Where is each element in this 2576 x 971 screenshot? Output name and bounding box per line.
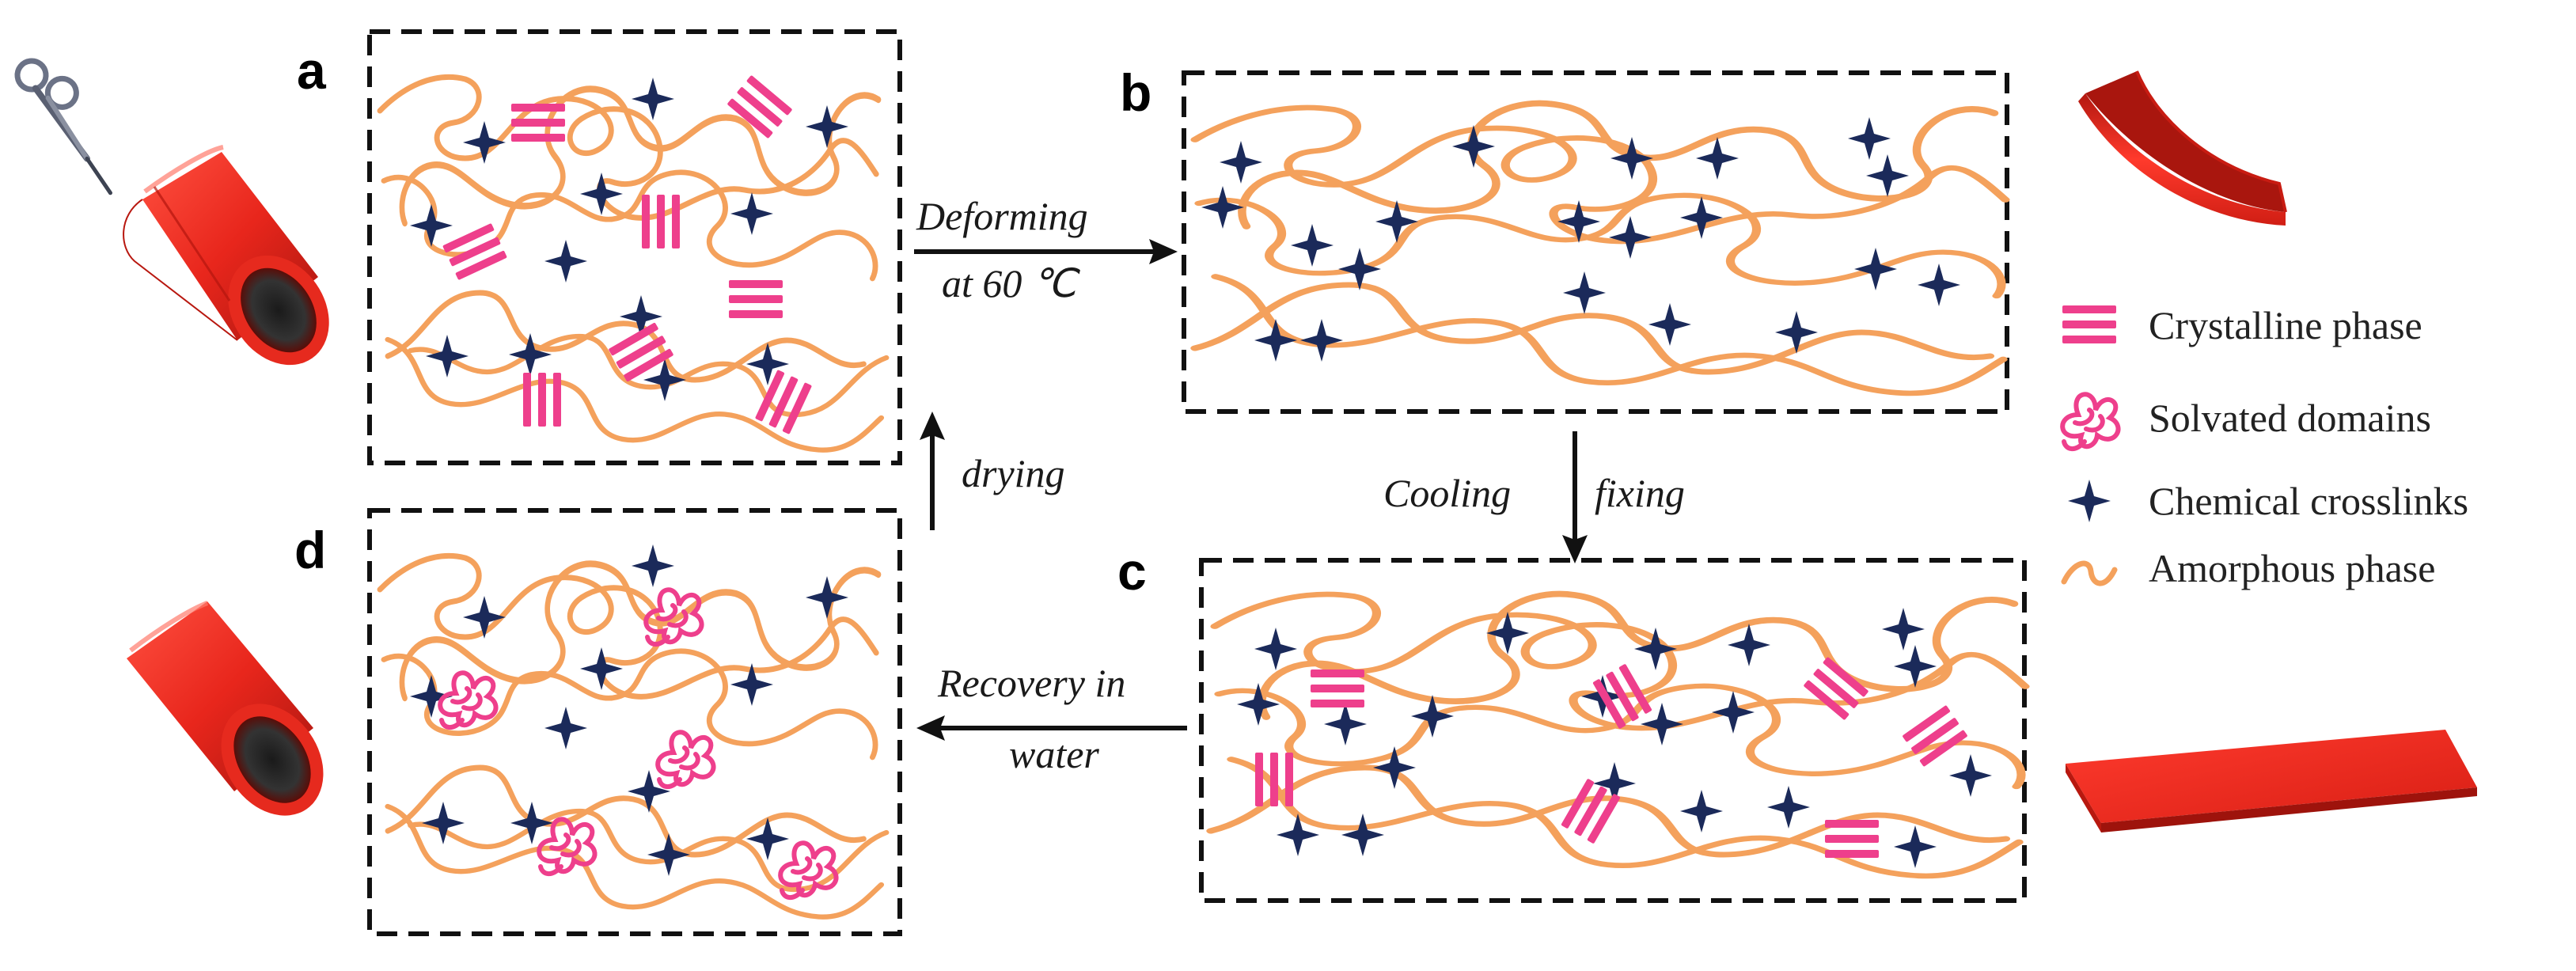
panel-d-network: [380, 544, 886, 917]
panel-letter-a: a: [297, 41, 327, 100]
legend-label-solvated: Solvated domains: [2149, 396, 2431, 440]
legend-label-crosslinks: Chemical crosslinks: [2149, 479, 2468, 523]
red-tube-icon: [127, 601, 324, 816]
water-label: water: [1009, 732, 1099, 776]
amorphous-wave-icon: [2061, 560, 2118, 586]
panel-a-box: [367, 29, 902, 465]
panel-letter-d: d: [294, 521, 326, 579]
arrow-deforming: Deforming at 60 ℃: [914, 194, 1178, 305]
arrow-cooling-fixing: Cooling fixing: [1383, 431, 1685, 563]
crosslinks: [410, 78, 848, 401]
panel-letter-b: b: [1120, 63, 1151, 122]
panel-b-network: [1195, 104, 2005, 393]
legend-label-amorphous: Amorphous phase: [2149, 546, 2435, 590]
legend: Crystalline phase Solvated domains Chemi…: [2062, 303, 2468, 590]
solvated-swatch: [2062, 394, 2118, 449]
red-half-tube-icon: [2078, 70, 2287, 226]
panel-c-network: [1211, 594, 2025, 876]
crystalline-swatch: [2062, 305, 2116, 343]
arrow-recovery: Recovery in water: [916, 661, 1187, 776]
recovery-label: Recovery in: [937, 661, 1125, 705]
legend-item-amorphous: Amorphous phase: [2061, 546, 2435, 590]
panel-letter-c: c: [1117, 542, 1147, 601]
crosslink-star-icon: [2068, 480, 2111, 522]
red-tube-icon: [123, 145, 329, 366]
panel-d-box: [367, 508, 902, 936]
legend-item-solvated: Solvated domains: [2062, 394, 2431, 449]
drying-label: drying: [962, 451, 1065, 495]
fixing-label: fixing: [1595, 471, 1685, 515]
solvated-domains: [440, 590, 836, 897]
panel-c-box: [1199, 558, 2027, 903]
scissors-icon: [14, 58, 112, 195]
arrow-drying: drying: [920, 412, 1065, 530]
legend-item-crystalline: Crystalline phase: [2062, 303, 2422, 347]
cooling-label: Cooling: [1383, 471, 1511, 515]
legend-item-crosslinks: Chemical crosslinks: [2068, 479, 2468, 523]
red-flat-sheet-icon: [2066, 730, 2477, 833]
deforming-label: Deforming: [916, 194, 1088, 238]
panel-b-box: [1182, 70, 2009, 414]
deforming-temp-label: at 60 ℃: [942, 261, 1081, 305]
panel-a-network: [380, 75, 886, 450]
legend-label-crystalline: Crystalline phase: [2149, 303, 2422, 347]
